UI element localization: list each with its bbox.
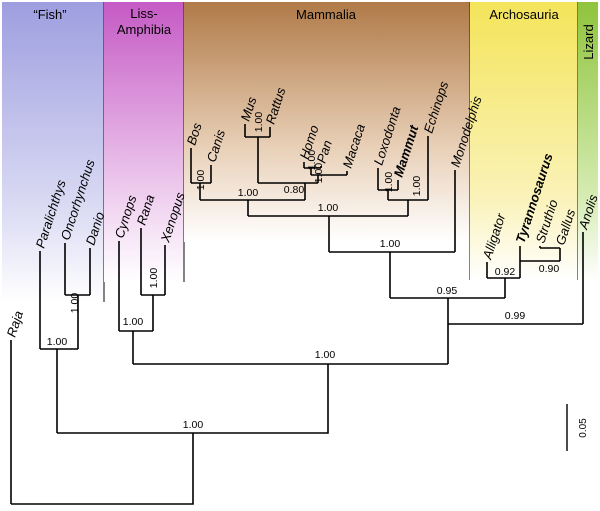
- support-values: 1.00 1.00 1.00 1.00 1.00 1.00 0.99 0.95 …: [47, 112, 560, 431]
- support-hominidae: 1.00: [313, 163, 325, 184]
- support-mus-rattus: 1.00: [253, 112, 265, 133]
- support-bos-canis: 1.00: [195, 170, 207, 191]
- branch-amphibia-node: [119, 330, 153, 364]
- branch-archosauria: [487, 277, 520, 298]
- branch-eutheria-node: [248, 215, 408, 252]
- taxon-pan: Pan: [314, 138, 335, 165]
- support-lox-mammut: 1.00: [383, 172, 395, 193]
- support-amphibia: 1.00: [123, 316, 144, 328]
- group-label-amphibia-2: Amphibia: [117, 22, 172, 37]
- scale-bar: 0.05: [566, 404, 589, 451]
- fish-panel: [2, 2, 104, 302]
- branch-amniota: [447, 323, 583, 364]
- mammalia-panel: [184, 2, 470, 242]
- branch-rana-xeno-node: [141, 294, 165, 331]
- branch-homo-pan-node: [304, 167, 321, 175]
- branch-mammalia: [329, 251, 455, 298]
- branch-struthio-gallus-node: [540, 247, 561, 261]
- branch-afrotheria-node: [388, 199, 428, 216]
- lizard-panel: [578, 2, 598, 282]
- group-label-amphibia-1: Liss-: [130, 6, 157, 21]
- scale-label: 0.05: [578, 418, 589, 438]
- support-sauria-mammal: 0.95: [437, 285, 458, 297]
- support-homo-pan: 1.00: [306, 150, 318, 171]
- branch-osteichthyes: [57, 364, 329, 434]
- support-laurasia-euarch: 1.00: [238, 187, 259, 199]
- amphibia-panel: [104, 2, 184, 282]
- support-birds: 0.90: [539, 263, 560, 275]
- branch-hominidae-node: [311, 174, 347, 183]
- group-label-lizard: Lizard: [581, 24, 596, 59]
- group-label-archosauria: Archosauria: [489, 7, 559, 22]
- support-root: 1.00: [183, 419, 204, 431]
- branch-euarch-node: [258, 182, 318, 200]
- branch-root: [11, 433, 194, 505]
- support-archosauria: 0.92: [495, 266, 516, 278]
- group-label-mammalia: Mammalia: [296, 7, 357, 22]
- group-panels: [2, 2, 598, 302]
- archosauria-panel: [470, 2, 578, 280]
- support-tetrapod: 1.00: [315, 349, 336, 361]
- taxon-raja: Raja: [4, 309, 27, 339]
- support-amniota: 0.99: [505, 310, 526, 322]
- support-afrotheria: 1.00: [411, 176, 423, 197]
- branch-sauria-mammal-node: [390, 297, 505, 324]
- taxon-bos: Bos: [184, 121, 205, 147]
- support-onco-danio: 1.00: [69, 293, 81, 314]
- taxon-mus: Mus: [238, 94, 260, 122]
- branch-birds-node: [519, 260, 560, 278]
- support-mammalia: 1.00: [380, 238, 401, 250]
- support-rana-xeno: 1.00: [148, 268, 160, 289]
- branches: [10, 124, 584, 505]
- branch-laurasia-euarch-node: [200, 199, 305, 216]
- group-label-fish: “Fish”: [33, 7, 66, 22]
- support-eutheria: 1.00: [318, 202, 339, 214]
- support-teleost: 1.00: [47, 336, 68, 348]
- branch-bos-canis-node: [191, 182, 211, 200]
- branch-lox-mammut-node: [378, 189, 398, 200]
- support-euarchontoglires: 0.80: [284, 184, 305, 196]
- branch-mus-rattus-node: [245, 136, 270, 183]
- branch-onco-danio: [65, 294, 90, 349]
